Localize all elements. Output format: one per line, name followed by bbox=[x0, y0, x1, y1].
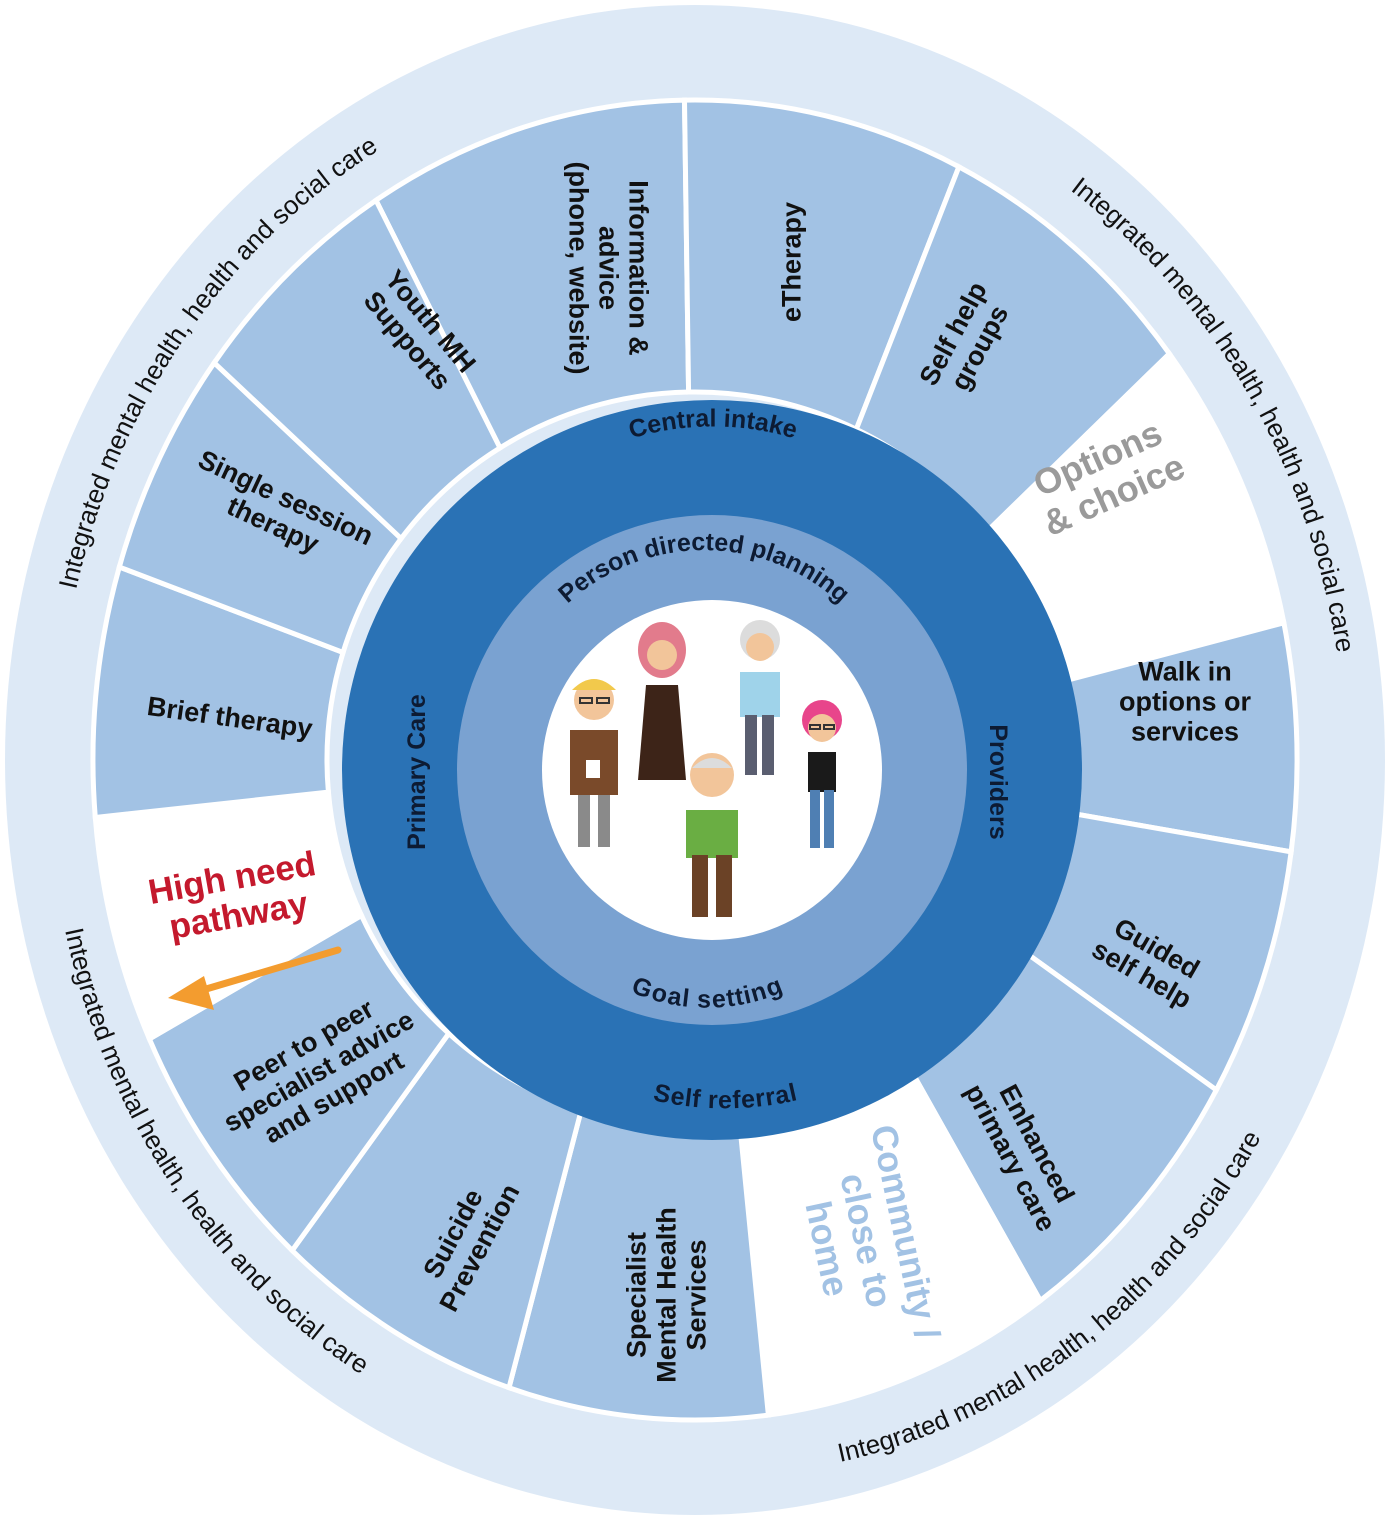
high-need-arrow bbox=[168, 946, 342, 1010]
segment-walk-in-line: services bbox=[1131, 717, 1239, 747]
person-older-man-icon bbox=[686, 753, 738, 917]
segment-youth-mh bbox=[210, 196, 504, 543]
segment-information-advice-line: (phone, website) bbox=[564, 161, 594, 374]
segments-ring: Information &advice(phone, website) eTher… bbox=[90, 97, 1300, 1423]
ring-label-providers: Providers bbox=[984, 724, 1012, 839]
person-hijab-icon bbox=[638, 622, 686, 780]
segment-specialist-mh-line: Specialist bbox=[622, 1232, 652, 1358]
segment-specialist-mh-label: SpecialistMental HealthServices bbox=[622, 1207, 712, 1383]
segment-walk-in-line: Walk in bbox=[1138, 657, 1232, 687]
segment-etherapy-label: eTherapy bbox=[777, 202, 807, 322]
segment-specialist-mh-line: Mental Health bbox=[652, 1207, 682, 1383]
segment-walk-in-line: options or bbox=[1119, 687, 1251, 717]
person-pink-hair-icon bbox=[802, 700, 842, 848]
segment-information-advice-line: advice bbox=[594, 226, 624, 310]
person-older-woman-icon bbox=[740, 620, 780, 775]
segment-information-advice-line: Information & bbox=[624, 180, 654, 356]
segment-etherapy-line: eTherapy bbox=[777, 202, 807, 322]
ring-label-primary-care: Primary Care bbox=[403, 694, 431, 850]
segment-information-advice-label: Information &advice(phone, website) bbox=[564, 161, 654, 374]
person-glasses-icon bbox=[570, 679, 618, 847]
segment-specialist-mh-line: Services bbox=[682, 1239, 712, 1350]
